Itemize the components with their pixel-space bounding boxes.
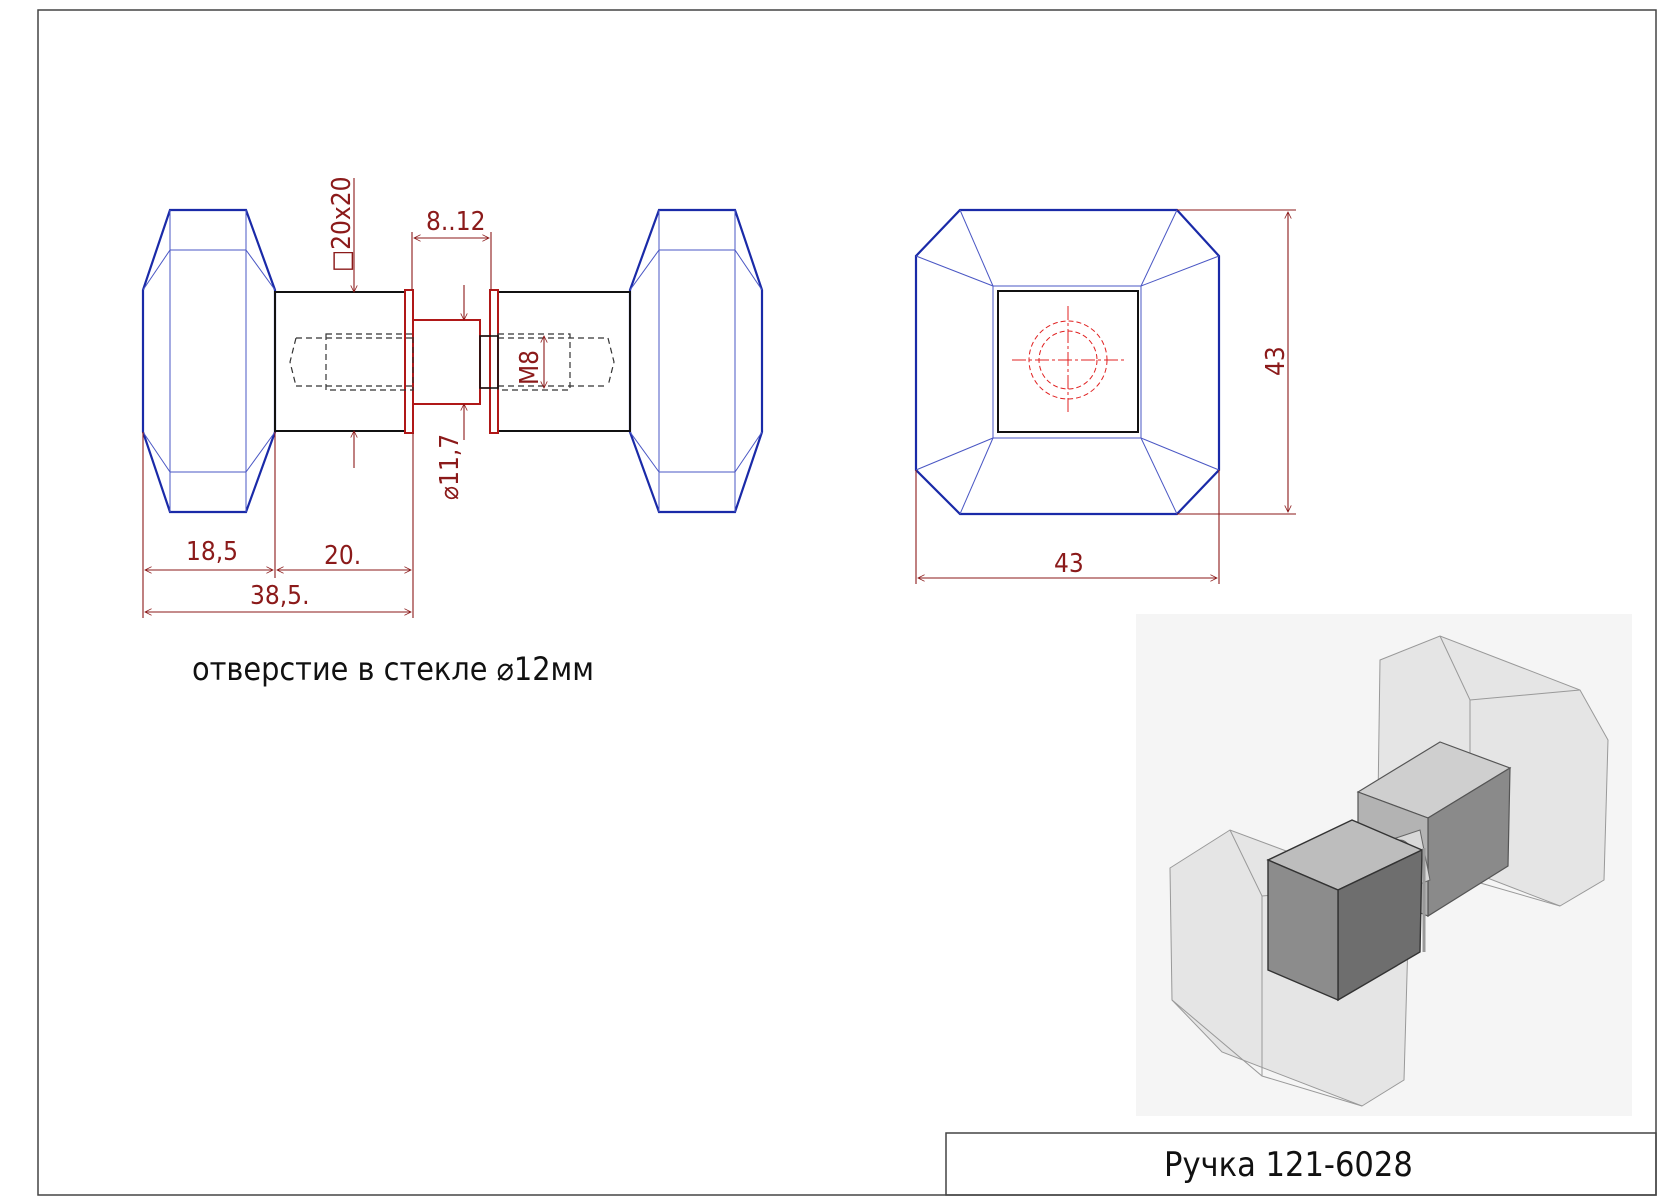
dim-square-size: □20x20 (327, 177, 357, 272)
dim-total-length: 38,5. (250, 581, 310, 611)
dim-front-width: 43 (1054, 549, 1084, 579)
dim-gap: 8..12 (426, 207, 486, 237)
left-stem (274, 291, 406, 432)
right-knob (628, 208, 764, 514)
dim-stem-length: 20. (324, 541, 361, 571)
bushing (412, 319, 481, 405)
bolt (479, 335, 499, 389)
dim-diameter: ⌀11,7 (435, 434, 465, 500)
side-view (141, 208, 764, 514)
side-view-dimensions (142, 178, 544, 618)
drawing-frame (37, 9, 1657, 1196)
left-washer (404, 289, 414, 434)
isometric-3d-view (1136, 614, 1632, 1116)
dim-knob-length: 18,5 (186, 537, 238, 567)
front-view (914, 208, 1221, 516)
right-washer (489, 289, 499, 434)
front-view-dimensions (915, 209, 1296, 584)
hole-center-mark (1012, 306, 1124, 414)
dim-front-height: 43 (1261, 346, 1291, 376)
front-square-stem (997, 290, 1139, 433)
dim-thread: M8 (515, 350, 545, 385)
hidden-thread (289, 333, 615, 391)
drawing-title: Ручка 121-6028 (1164, 1145, 1413, 1185)
title-block (945, 1132, 1657, 1196)
glass-hole-note: отверстие в стекле ⌀12мм (192, 650, 594, 688)
left-knob (141, 208, 277, 514)
